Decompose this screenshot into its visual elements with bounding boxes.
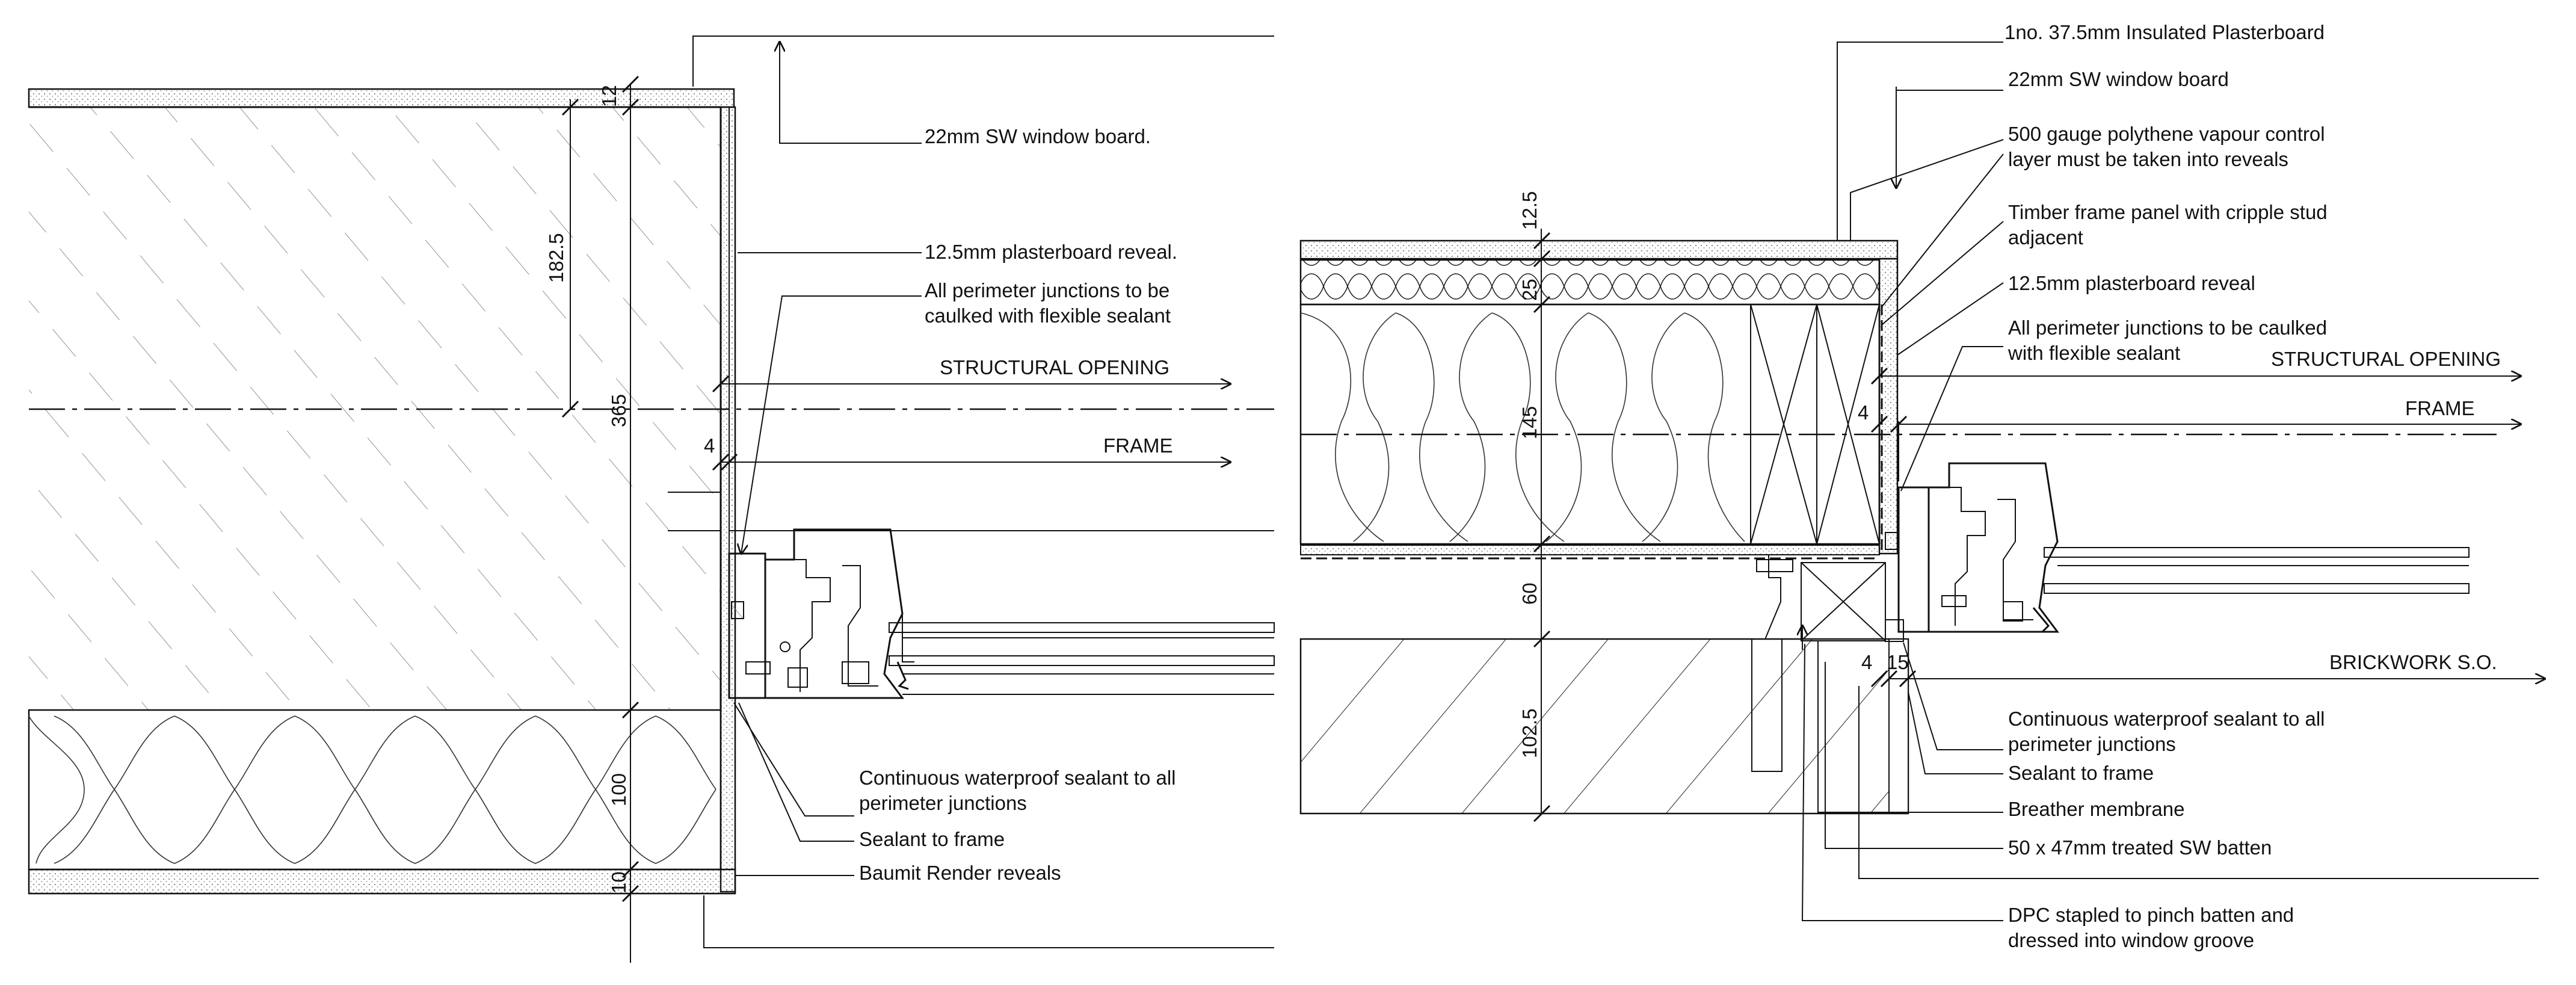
label-insulated-plasterboard: 1no. 37.5mm Insulated Plasterboard xyxy=(2004,21,2325,43)
label-caulk-left-1: All perimeter junctions to be xyxy=(925,279,1169,301)
label-waterproof-left-1: Continuous waterproof sealant to all xyxy=(859,767,1176,789)
label-window-board-right: 22mm SW window board xyxy=(2008,68,2229,90)
label-caulk-right-1: All perimeter junctions to be caulked xyxy=(2008,316,2327,339)
insulated-plasterboard xyxy=(1299,239,1899,260)
label-plasterboard-left: 12.5mm plasterboard reveal. xyxy=(925,241,1177,263)
label-vapour-1: 500 gauge polythene vapour control xyxy=(2008,123,2325,145)
window-frame-right xyxy=(1885,462,2470,642)
label-structural-opening-left: STRUCTURAL OPENING xyxy=(940,356,1169,378)
label-waterproof-right-2: perimeter junctions xyxy=(2008,733,2176,755)
dim-12-left: 12 xyxy=(598,85,620,107)
render-top-strip xyxy=(28,88,735,108)
label-waterproof-left-2: perimeter junctions xyxy=(859,792,1027,814)
dim-145: 145 xyxy=(1518,406,1541,439)
insulation-lobes xyxy=(28,715,716,864)
dim-12-5-right: 12.5 xyxy=(1518,191,1541,230)
insulation-board-layer xyxy=(1299,259,1881,306)
dim-4-left: 4 xyxy=(704,434,715,457)
label-breather-membrane: Breather membrane xyxy=(2008,798,2184,820)
right-detail: 12.5 25 145 60 102.5 4 4 15 1no. 37.5mm … xyxy=(1299,21,2545,951)
label-caulk-right-2: with flexible sealant xyxy=(2007,342,2180,364)
label-dpc-1: DPC stapled to pinch batten and xyxy=(2008,904,2294,926)
dim-10-left: 10 xyxy=(608,871,630,894)
batten-dpc xyxy=(1751,555,1886,772)
label-structural-opening-right: STRUCTURAL OPENING xyxy=(2271,348,2501,370)
label-dpc-2: dressed into window groove xyxy=(2008,929,2254,951)
insulation-lobes-right xyxy=(1300,312,1745,542)
left-detail: 12 182.5 365 4 100 10 22mm SW window boa… xyxy=(28,36,1275,963)
label-brickwork-so: BRICKWORK S.O. xyxy=(2329,651,2497,673)
left-leaders xyxy=(692,36,1274,948)
label-waterproof-right-1: Continuous waterproof sealant to all xyxy=(2008,708,2325,730)
dim-25: 25 xyxy=(1518,279,1541,301)
label-batten: 50 x 47mm treated SW batten xyxy=(2008,836,2272,859)
cripple-stud xyxy=(1750,304,1880,545)
brickwork xyxy=(1301,639,1908,814)
dim-102-5: 102.5 xyxy=(1518,708,1541,758)
dim-100: 100 xyxy=(608,773,630,806)
dim-4-right-b: 4 xyxy=(1861,651,1872,673)
dim-15: 15 xyxy=(1887,651,1909,673)
label-frame-left: FRAME xyxy=(1103,434,1173,457)
label-caulk-left-2: caulked with flexible sealant xyxy=(925,304,1171,327)
right-leaders xyxy=(1802,42,2539,921)
render-reveal xyxy=(719,106,736,893)
dim-60: 60 xyxy=(1518,582,1541,605)
label-sealant-frame-right: Sealant to frame xyxy=(2008,762,2154,784)
render-bottom-strip xyxy=(28,868,736,895)
label-timber-frame-1: Timber frame panel with cripple stud xyxy=(2008,201,2328,223)
label-timber-frame-2: adjacent xyxy=(2008,226,2083,249)
dim-365: 365 xyxy=(608,394,630,427)
label-window-board-left: 22mm SW window board. xyxy=(925,125,1151,147)
timber-frame-insulation xyxy=(1299,303,1881,545)
label-render-reveals: Baumit Render reveals xyxy=(859,862,1061,884)
dim-4-right-a: 4 xyxy=(1858,401,1869,424)
window-frame-left xyxy=(728,528,1275,699)
dim-182-5: 182.5 xyxy=(545,233,567,283)
label-frame-right: FRAME xyxy=(2405,397,2475,419)
label-sealant-frame-left: Sealant to frame xyxy=(859,828,1005,850)
label-vapour-2: layer must be taken into reveals xyxy=(2008,148,2288,170)
label-plasterboard-right: 12.5mm plasterboard reveal xyxy=(2008,272,2255,294)
